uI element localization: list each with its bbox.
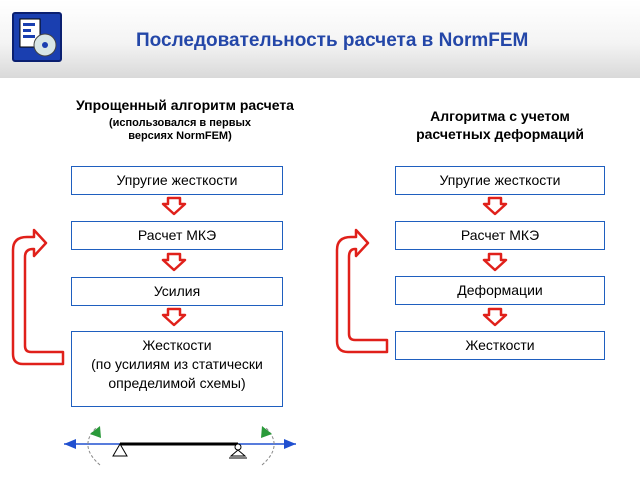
right-column-title: Алгоритма с учетом расчетных деформаций bbox=[385, 107, 615, 143]
right-title-line2: расчетных деформаций bbox=[416, 126, 584, 142]
header-band: Последовательность расчета в NormFEM bbox=[0, 0, 640, 78]
right-step-fem: Расчет МКЭ bbox=[395, 221, 605, 250]
right-flow-arrow-3 bbox=[482, 307, 508, 327]
beam-scheme-icon bbox=[64, 426, 296, 466]
left-flow-arrow-2 bbox=[161, 252, 187, 272]
step-label: Усилия bbox=[153, 283, 201, 299]
left-step-fem: Расчет МКЭ bbox=[71, 221, 283, 250]
left-subtitle-line2: версиях NormFEM) bbox=[128, 130, 232, 142]
page-title: Последовательность расчета в NormFEM bbox=[136, 30, 529, 51]
step-label: Жесткости bbox=[465, 337, 535, 353]
right-step-stiffness: Жесткости bbox=[395, 331, 605, 360]
left-column-title: Упрощенный алгоритм расчета bbox=[76, 97, 294, 113]
left-column-subtitle: (использовался в первых версиях NormFEM) bbox=[80, 117, 280, 143]
left-subtitle-line1: (использовался в первых bbox=[108, 117, 252, 129]
right-step-deformations: Деформации bbox=[395, 276, 605, 305]
right-title-line1: Алгоритма с учетом bbox=[430, 108, 570, 124]
left-loop-arrow bbox=[11, 228, 65, 366]
step-label: Упругие жесткости bbox=[439, 172, 561, 188]
step-label: Расчет МКЭ bbox=[460, 227, 540, 243]
step-label: Деформации bbox=[457, 282, 543, 298]
left-flow-arrow-1 bbox=[161, 196, 187, 216]
left-flow-arrow-3 bbox=[161, 307, 187, 327]
right-flow-arrow-1 bbox=[482, 196, 508, 216]
left-step-stiffness: Жесткости (по усилиям из статически опре… bbox=[71, 331, 283, 407]
left-step-elastic: Упругие жесткости bbox=[71, 166, 283, 195]
step-label: Расчет МКЭ bbox=[137, 227, 217, 243]
step-label: Упругие жесткости bbox=[116, 172, 238, 188]
right-step-elastic: Упругие жесткости bbox=[395, 166, 605, 195]
step-label-line3: определимой схемы) bbox=[108, 375, 246, 391]
step-label-line2: (по усилиям из статически bbox=[91, 356, 263, 372]
right-loop-arrow bbox=[335, 228, 389, 354]
left-step-forces: Усилия bbox=[71, 277, 283, 306]
app-logo-icon bbox=[12, 12, 62, 62]
step-label-line1: Жесткости bbox=[142, 337, 212, 353]
right-flow-arrow-2 bbox=[482, 252, 508, 272]
